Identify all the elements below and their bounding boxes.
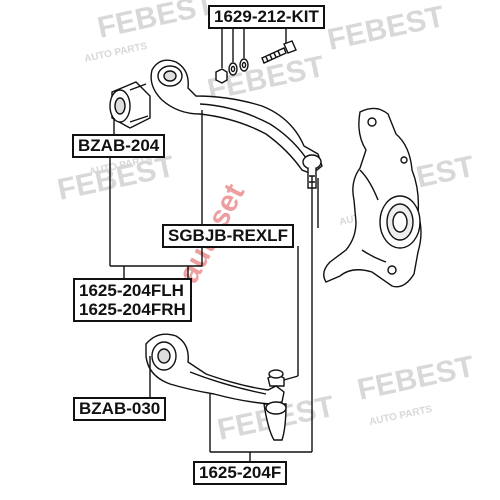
- label-kit: 1629-212-KIT: [208, 5, 325, 29]
- bolt-kit-drawing: [215, 40, 297, 84]
- label-1625-204frh: 1625-204FRH: [79, 300, 186, 319]
- watermark-brand-7: FEBEST: [355, 350, 478, 407]
- bushing-upper-drawing: [109, 81, 151, 129]
- lower-arm-drawing: [145, 333, 287, 441]
- watermark-auto-1: AUTO PARTS: [83, 41, 148, 65]
- watermark-brand-4: FEBEST: [55, 150, 178, 207]
- label-bzab-204: BZAB-204: [72, 134, 166, 158]
- bolt-shape: [261, 47, 287, 64]
- watermark-brand-1: FEBEST: [95, 0, 218, 45]
- leader-lines: [109, 110, 319, 462]
- watermark-auto-4: AUTO PARTS: [368, 404, 433, 428]
- watermark-brand-2: FEBEST: [325, 0, 448, 57]
- label-1625-204-pair: 1625-204FLH 1625-204FRH: [73, 278, 192, 322]
- upper-arm-drawing: [150, 59, 323, 189]
- label-1625-204flh: 1625-204FLH: [79, 281, 184, 300]
- nut-shape: [215, 68, 228, 84]
- kit-leaders: [221, 27, 287, 68]
- label-bzab-030: BZAB-030: [73, 397, 167, 421]
- label-sgbjb-rexlf: SGBJB-REXLF: [162, 224, 294, 248]
- label-1625-204f: 1625-204F: [193, 461, 288, 485]
- knuckle-drawing: [323, 107, 422, 288]
